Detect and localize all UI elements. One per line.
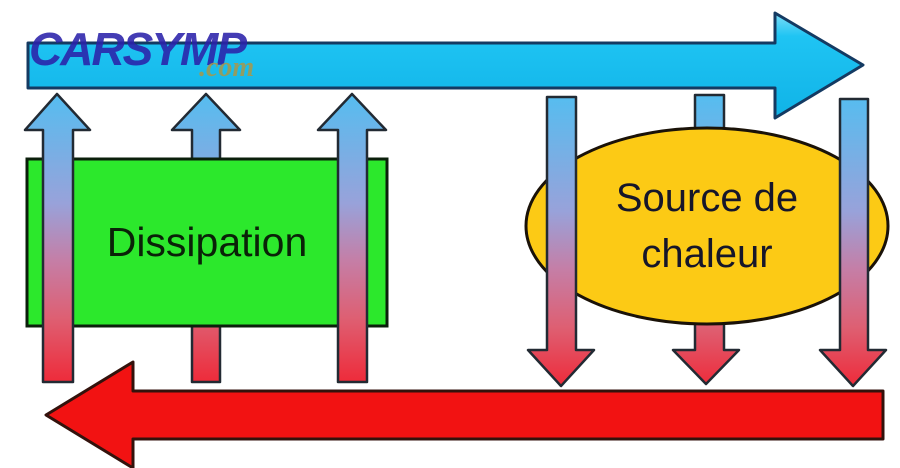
left-arrow-icon xyxy=(44,360,885,468)
up-arrow-icon xyxy=(316,92,388,384)
right-arrow-icon xyxy=(26,11,865,120)
down-arrow-icon xyxy=(818,97,888,388)
up-arrow-icon xyxy=(23,92,92,384)
heat-source-ellipse xyxy=(524,126,890,326)
dissipation-box xyxy=(25,157,389,328)
down-arrow-icon xyxy=(526,95,596,388)
